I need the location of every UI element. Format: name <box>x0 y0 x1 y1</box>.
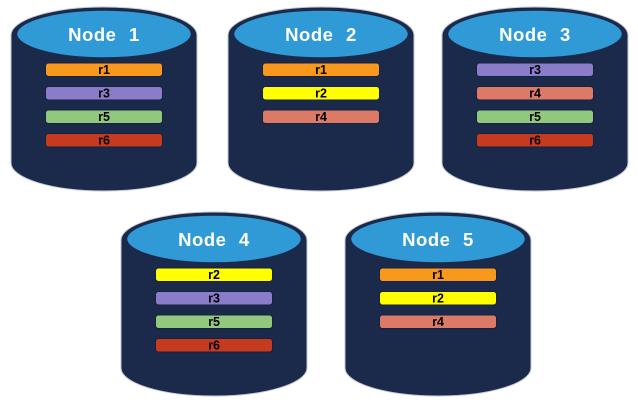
node-cylinder-3: Node 3 r3 r4 r5 r6 <box>439 4 631 194</box>
replica-bar-label: r3 <box>208 292 220 306</box>
replica-bar-r2 <box>262 86 380 101</box>
replica-bar-label: r1 <box>98 63 110 77</box>
cylinder-top <box>14 8 194 60</box>
replica-bar-r6 <box>155 338 273 353</box>
replica-bar-r3 <box>45 86 163 101</box>
replica-bar-r6 <box>476 133 594 148</box>
replica-bar-label: r4 <box>432 315 444 329</box>
replica-bar-r2 <box>379 291 497 306</box>
replica-bar-r6 <box>45 133 163 148</box>
replica-bar-r1 <box>262 62 380 77</box>
replica-bar-label: r2 <box>432 292 444 306</box>
replica-bar-label: r1 <box>432 268 444 282</box>
bars-group: r1 r2 r4 <box>262 62 380 124</box>
bars-group: r2 r3 r5 r6 <box>155 267 273 353</box>
replica-bar-label: r6 <box>98 134 110 148</box>
node-title: Node 2 <box>285 24 357 45</box>
replica-bar-label: r5 <box>529 110 541 124</box>
node-cylinder-1: Node 1 r1 r3 r5 r6 <box>8 4 200 194</box>
replica-bar-r4 <box>379 314 497 329</box>
bars-group: r3 r4 r5 r6 <box>476 62 594 148</box>
replica-bar-label: r3 <box>98 87 110 101</box>
replica-bar-r5 <box>476 109 594 124</box>
cylinder-top <box>348 213 528 265</box>
replica-bar-label: r2 <box>315 87 327 101</box>
bars-group: r1 r2 r4 <box>379 267 497 329</box>
replica-bar-label: r2 <box>208 268 220 282</box>
node-title: Node 3 <box>499 24 571 45</box>
node-cylinder-5: Node 5 r1 r2 r4 <box>342 209 534 399</box>
cylinder-top <box>445 8 625 60</box>
replica-bar-r3 <box>155 291 273 306</box>
replica-bar-r2 <box>155 267 273 282</box>
replica-bar-label: r5 <box>208 315 220 329</box>
node-cylinder-2: Node 2 r1 r2 r4 <box>225 4 417 194</box>
replica-bar-r4 <box>262 109 380 124</box>
replica-bar-label: r6 <box>208 339 220 353</box>
node-title: Node 4 <box>178 229 250 250</box>
cylinder-top <box>231 8 411 60</box>
replica-bar-label: r1 <box>315 63 327 77</box>
replica-bar-label: r3 <box>529 63 541 77</box>
replica-bar-label: r5 <box>98 110 110 124</box>
replica-bar-label: r4 <box>529 87 541 101</box>
node-title: Node 5 <box>402 229 474 250</box>
replica-bar-label: r4 <box>315 110 327 124</box>
replica-bar-label: r6 <box>529 134 541 148</box>
replica-bar-r1 <box>379 267 497 282</box>
replica-bar-r3 <box>476 62 594 77</box>
replica-bar-r4 <box>476 86 594 101</box>
node-title: Node 1 <box>68 24 140 45</box>
replica-bar-r5 <box>45 109 163 124</box>
replica-bar-r1 <box>45 62 163 77</box>
bars-group: r1 r3 r5 r6 <box>45 62 163 148</box>
cylinder-top <box>124 213 304 265</box>
node-cylinder-4: Node 4 r2 r3 r5 r6 <box>118 209 310 399</box>
replica-bar-r5 <box>155 314 273 329</box>
